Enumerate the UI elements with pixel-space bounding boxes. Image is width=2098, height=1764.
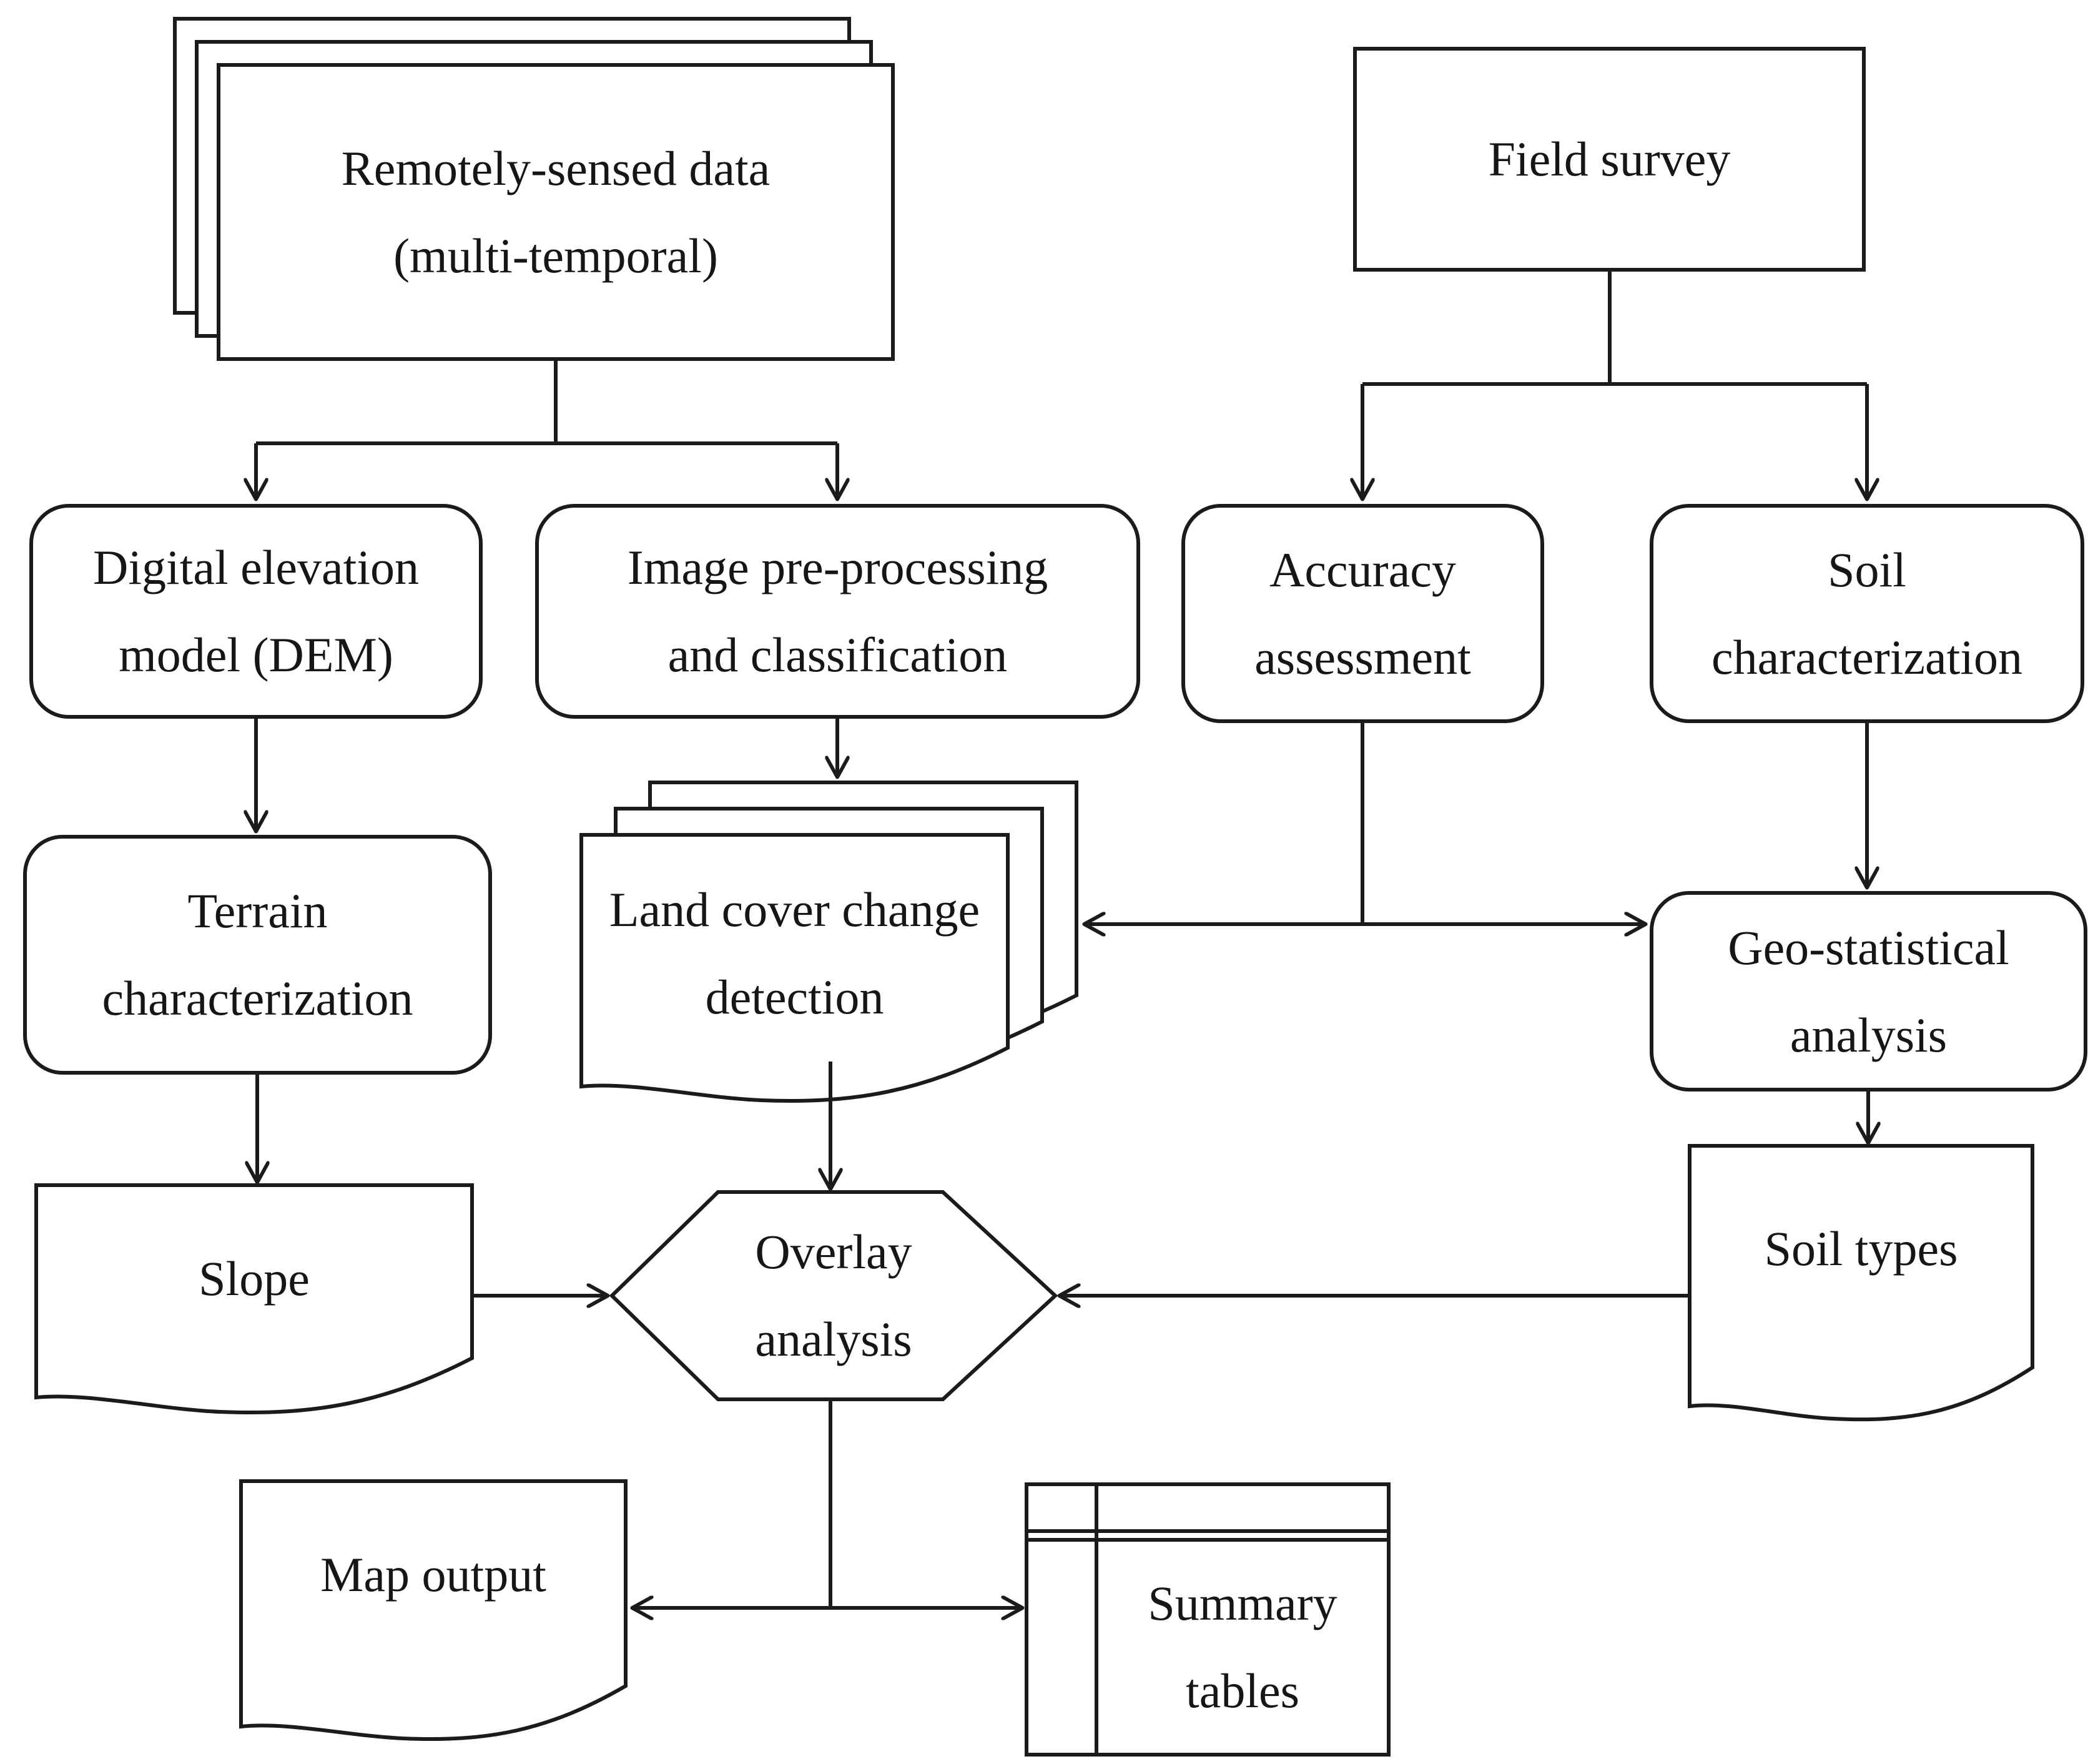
- geo-statistical-node-shape: [1650, 891, 2087, 1091]
- slope-node-shape: [34, 1183, 474, 1414]
- dem-node-shape: [29, 504, 483, 719]
- remote-data-node-shape: [173, 17, 895, 361]
- summary-tables-node-shape: [1025, 1482, 1391, 1757]
- land-cover-change-node-shape: [579, 781, 1078, 1103]
- edge-overlay-outputs: [633, 1399, 1022, 1608]
- soil-characterization-node-shape: [1650, 504, 2084, 723]
- edge-remote-data-branch: [256, 359, 837, 498]
- overlay-analysis-node-shape: [609, 1190, 1058, 1401]
- soil-types-node-shape: [1688, 1144, 2034, 1422]
- edge-accuracy-branch: [1085, 721, 1645, 924]
- field-survey-node-shape: [1353, 47, 1866, 272]
- image-preprocessing-node-shape: [535, 504, 1140, 719]
- terrain-characterization-node-shape: [23, 835, 492, 1075]
- edge-field-survey-branch: [1362, 270, 1867, 498]
- accuracy-assessment-node-shape: [1181, 504, 1544, 723]
- map-output-node-shape: [239, 1479, 628, 1742]
